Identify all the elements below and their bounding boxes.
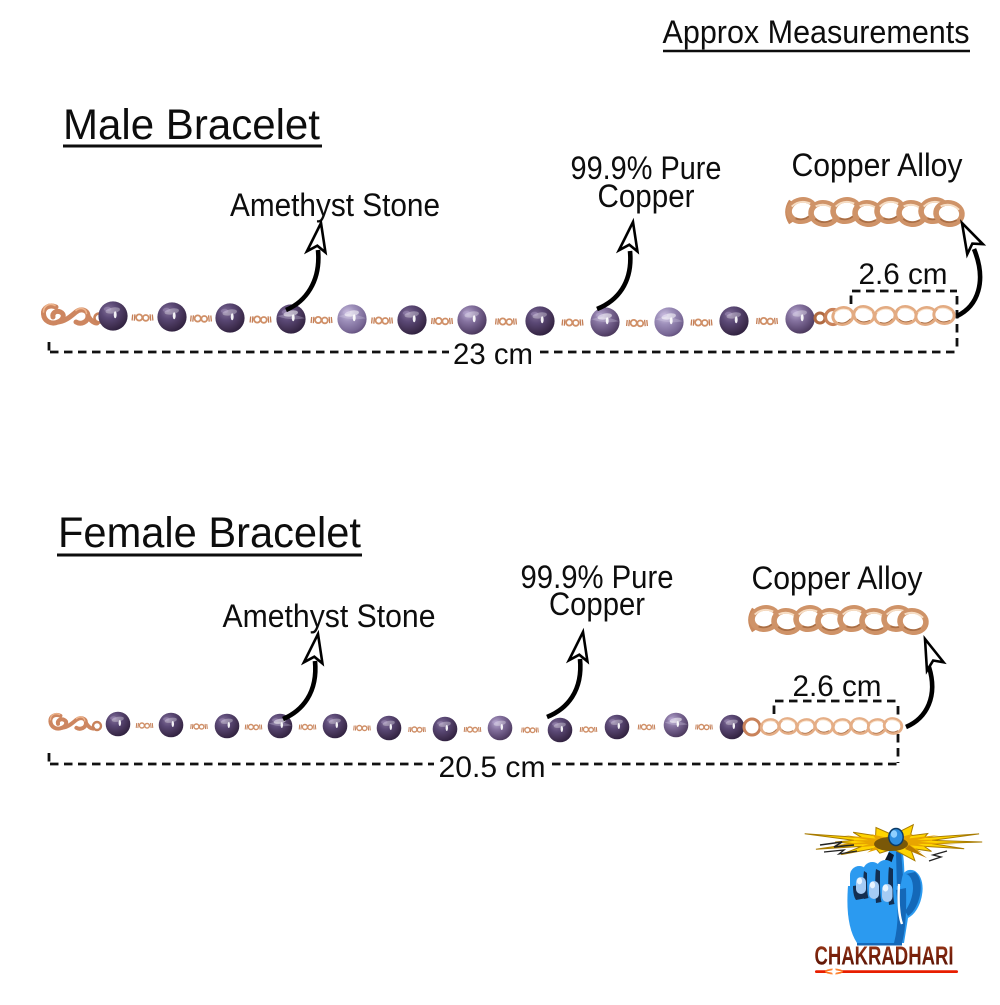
svg-text:Amethyst Stone: Amethyst Stone [223,598,436,634]
svg-text:2.6 cm: 2.6 cm [859,258,948,291]
svg-text:99.9% Pure: 99.9% Pure [521,559,674,595]
svg-text:99.9% Pure: 99.9% Pure [571,150,722,186]
svg-text:Amethyst Stone: Amethyst Stone [230,187,440,223]
svg-text:Female Bracelet: Female Bracelet [58,509,361,557]
svg-text:Copper: Copper [598,178,695,214]
svg-text:Male Bracelet: Male Bracelet [63,101,320,149]
svg-text:Copper Alloy: Copper Alloy [752,560,923,596]
svg-text:23 cm: 23 cm [453,338,533,371]
svg-text:Copper: Copper [549,586,645,622]
svg-text:Approx Measurements: Approx Measurements [663,14,970,50]
svg-text:Copper Alloy: Copper Alloy [792,147,963,183]
svg-text:CHAKRADHARI: CHAKRADHARI [815,941,954,971]
svg-text:2.6 cm: 2.6 cm [793,670,882,703]
svg-text:20.5 cm: 20.5 cm [439,751,546,784]
